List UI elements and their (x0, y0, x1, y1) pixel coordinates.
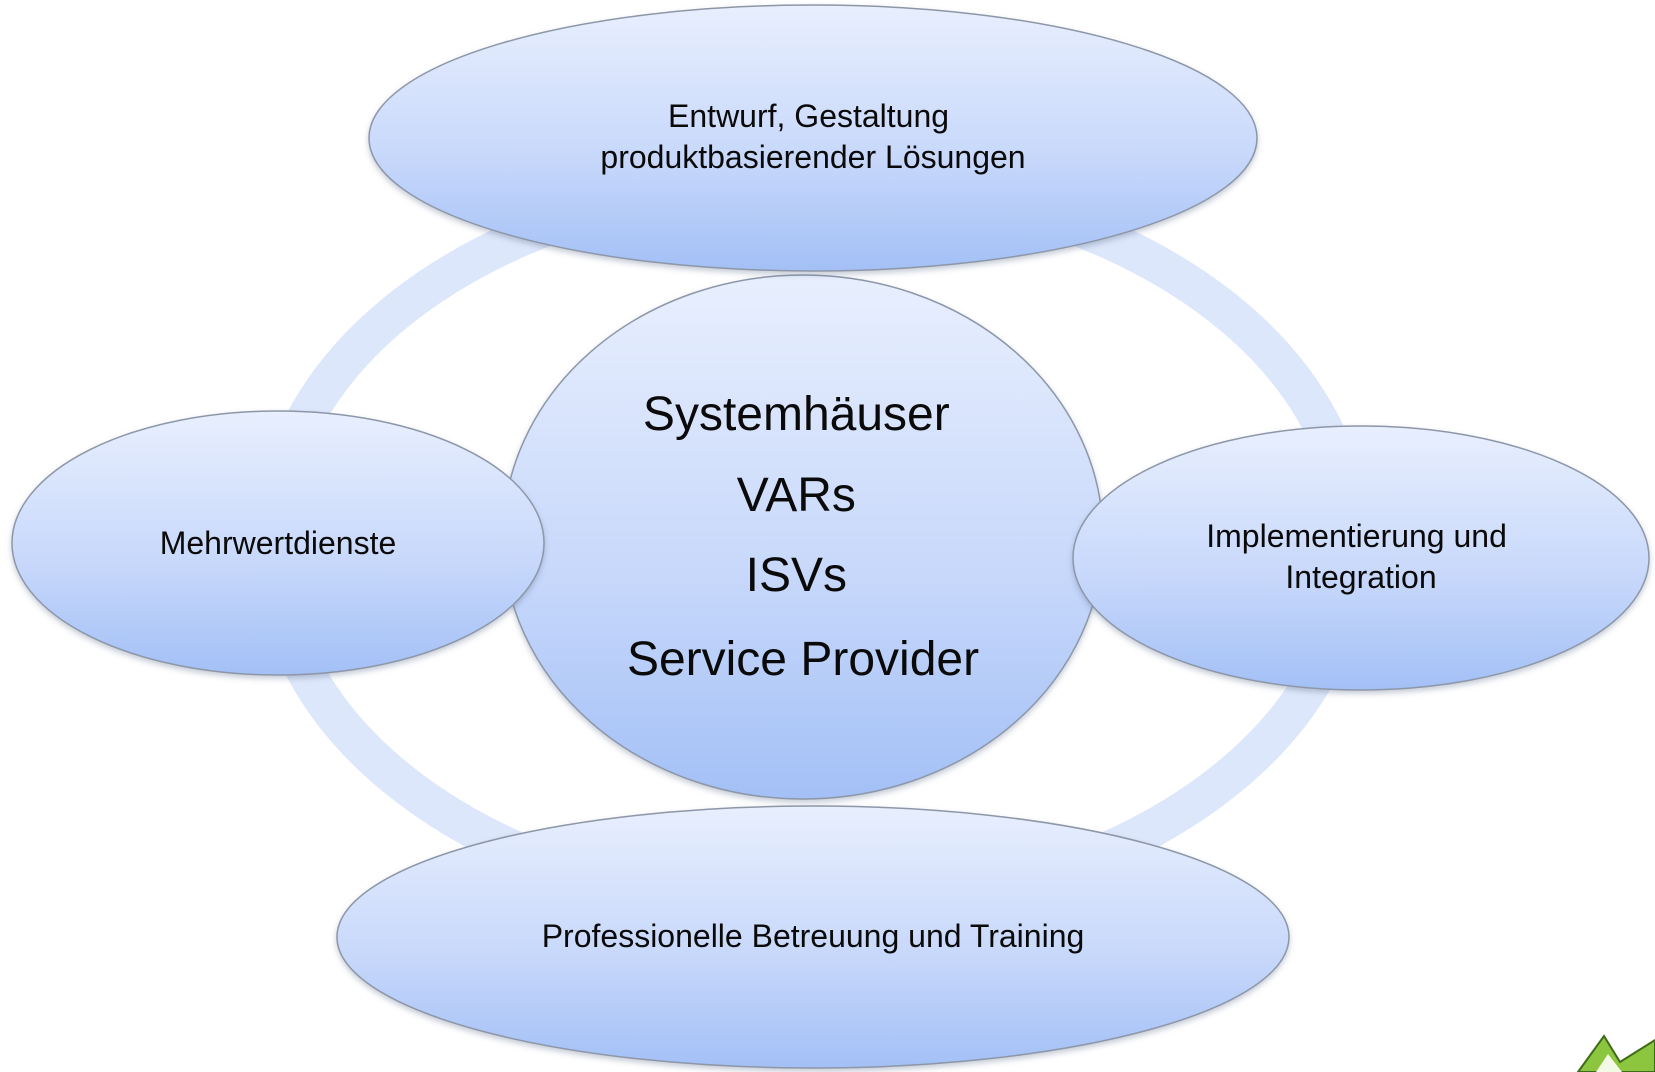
top-label-line: Entwurf, Gestaltung (668, 98, 949, 134)
center-label-line: Service Provider (627, 633, 979, 686)
center-label-line: VARs (737, 469, 856, 522)
top-label-line: produktbasierender Lösungen (600, 139, 1025, 175)
center-label-line: ISVs (746, 549, 847, 602)
svg-text:Entwurf, Gestaltung pro: Entwurf, Gestaltung produktbasierender L… (600, 98, 1025, 175)
svg-text:Systemhäuser VARs: Systemhäuser VARs ISVs Service Provider (627, 388, 979, 686)
right-node: Implementierung und Integration (1072, 425, 1650, 691)
svg-text:Implementierung und Inte: Implementierung und Integration (1206, 518, 1516, 595)
left-label-line: Mehrwertdienste (160, 525, 397, 561)
center-node: Systemhäuser VARs ISVs Service Provider (502, 274, 1104, 800)
center-label-line: Systemhäuser (643, 388, 950, 441)
left-node: Mehrwertdienste (11, 410, 545, 676)
svg-text:Mehrwertdienste: Mehrwertdienste (160, 525, 397, 561)
svg-text:Professionelle Betreuung und T: Professionelle Betreuung und Training (542, 918, 1085, 954)
logo-star-icon (1576, 1034, 1655, 1072)
top-node: Entwurf, Gestaltung produktbasierender L… (368, 4, 1258, 272)
right-label-line: Implementierung und (1206, 518, 1507, 554)
right-label-line: Integration (1285, 559, 1436, 595)
bottom-node: Professionelle Betreuung und Training (336, 805, 1290, 1069)
bottom-label-line: Professionelle Betreuung und Training (542, 918, 1085, 954)
